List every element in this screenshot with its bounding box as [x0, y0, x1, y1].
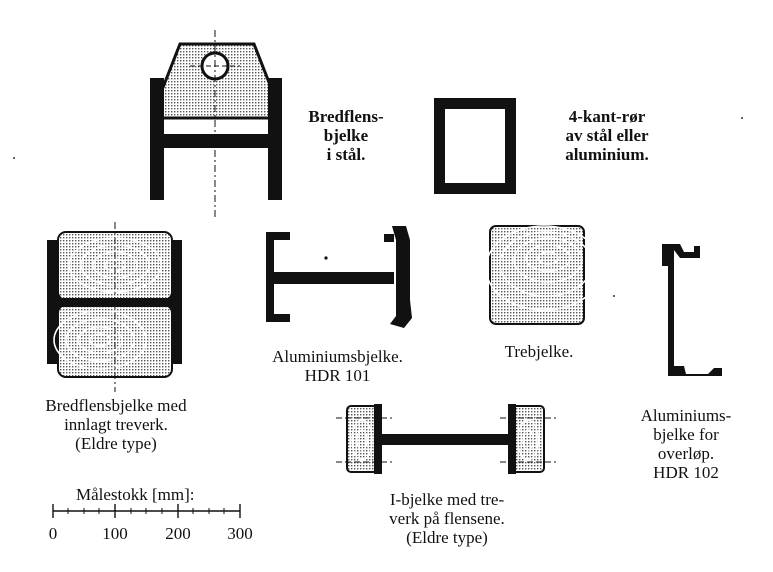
label-line: Aluminiumsbjelke.: [272, 347, 403, 366]
scale-tick-label: 200: [165, 524, 191, 543]
scale-bar: [52, 504, 241, 518]
label-line: 4-kant-rør: [568, 107, 646, 126]
label-trebjelke: Trebjelke.: [484, 342, 594, 361]
label-line: innlagt treverk.: [64, 415, 168, 434]
label-alu-hdr102: Aluminiums- bjelke for overløp. HDR 102: [626, 406, 746, 482]
label-line: HDR 101: [304, 366, 371, 385]
label-line: (Eldre type): [406, 528, 488, 547]
alu-hdr101-profile: [266, 226, 412, 328]
bredflens-wood-profile: [47, 222, 182, 392]
label-line: I-bjelke med tre-: [389, 490, 505, 509]
label-ibeam-wood: I-bjelke med tre- verk på flensene. (Eld…: [362, 490, 532, 547]
label-line: Aluminiums-: [640, 406, 732, 425]
label-bredflens-wood: Bredflensbjelke med innlagt treverk. (El…: [22, 396, 210, 453]
scale-tick-label: 0: [48, 524, 58, 543]
label-line: bjelke for: [653, 425, 719, 444]
label-line: (Eldre type): [75, 434, 157, 453]
label-line: overløp.: [657, 444, 715, 463]
label-line: Bredflens-: [308, 107, 384, 126]
trebjelke-profile: [485, 225, 603, 325]
scale-tick-label: 100: [102, 524, 128, 543]
label-bredflens-steel: Bredflens- bjelke i stål.: [286, 107, 406, 164]
label-alu-hdr101: Aluminiumsbjelke. HDR 101: [255, 347, 420, 385]
label-line: i stål.: [326, 145, 366, 164]
scan-specks: [13, 117, 743, 297]
label-line: verk på flensene.: [389, 509, 505, 528]
label-square-tube: 4-kant-rør av stål eller aluminium.: [542, 107, 672, 164]
ibeam-wood-profile: [336, 404, 556, 474]
alu-hdr102-profile: [662, 244, 722, 376]
label-line: Trebjelke.: [504, 342, 574, 361]
label-line: HDR 102: [653, 463, 719, 482]
label-line: av stål eller: [565, 126, 649, 145]
bredflens-steel-profile: [150, 30, 282, 218]
label-line: Bredflensbjelke med: [45, 396, 187, 415]
scale-tick-label: 300: [227, 524, 253, 543]
label-line: aluminium.: [565, 145, 649, 164]
scale-title: Målestokk [mm]:: [76, 485, 195, 504]
square-tube-profile: [434, 98, 516, 194]
label-line: bjelke: [323, 126, 369, 145]
